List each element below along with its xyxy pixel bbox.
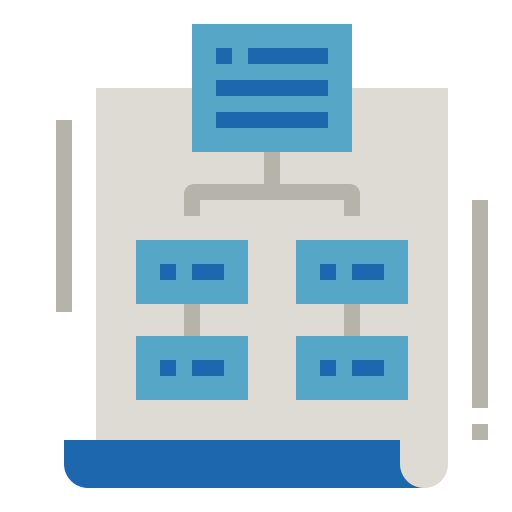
right-accent-bar — [472, 200, 488, 408]
left-accent-bar — [56, 120, 72, 312]
child-node-left-bottom — [136, 336, 248, 400]
child-node-right-top — [296, 240, 408, 304]
scroll-base — [64, 440, 424, 488]
child-node-right-bottom — [296, 336, 408, 400]
child-node-left-top — [136, 240, 248, 304]
tree-connectors — [184, 150, 360, 338]
root-node — [192, 24, 352, 152]
right-accent-dot — [472, 424, 488, 440]
